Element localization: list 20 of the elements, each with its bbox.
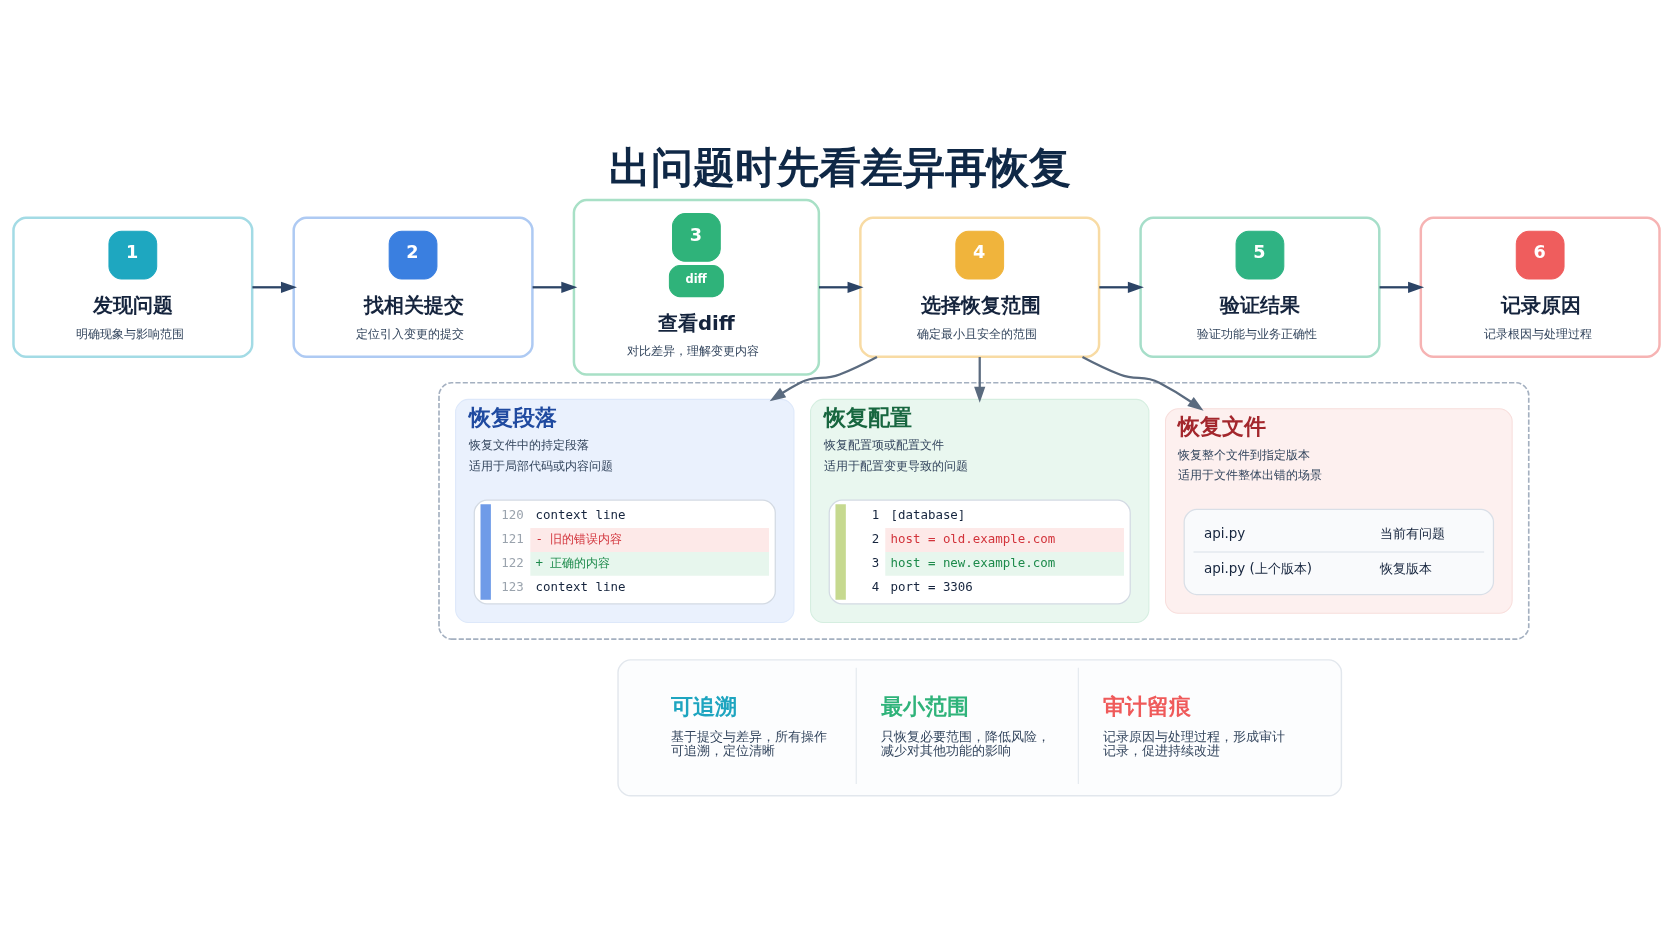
arrow bbox=[818, 281, 864, 293]
cluster bbox=[437, 381, 1530, 640]
arrow bbox=[532, 281, 577, 293]
diagram-title: 出问题时先看差异再恢复 bbox=[608, 142, 1071, 192]
node-box: 6 记录原因 记录根因与处理过程 bbox=[1419, 216, 1661, 358]
arrow bbox=[1379, 281, 1424, 293]
arrow bbox=[769, 355, 877, 401]
node-box: 1 发现问题 明确现象与影响范围 bbox=[11, 216, 253, 358]
node-box: 1 [database] 2 host = old.example.com 3 host = new.example.com 4 port = 3306 bbox=[828, 498, 1131, 604]
arrow bbox=[973, 356, 985, 403]
node-box: 可追溯 基于提交与差异，所有操作可追溯，定位清晰 最小范围 只恢复必要范围，降低风险，减少对其他功能的影响 审计留痕 记录原因与处理过程，形成审计记录，促进持续改进 bbox=[616, 658, 1342, 797]
node-box: api.py 当前有问题 api.py (上个版本) 恢复版本 bbox=[1183, 508, 1494, 595]
node-box: 5 验证结果 验证功能与业务正确性 bbox=[1138, 216, 1381, 358]
arrow bbox=[251, 281, 297, 293]
arrow bbox=[1081, 355, 1204, 411]
node-box: 2 找相关提交 定位引入变更的提交 bbox=[291, 216, 534, 358]
node-box: 3 diff 查看diff 对比差异，理解变更内容 bbox=[572, 198, 820, 376]
node-box: 120 context line 121 - 旧的错误内容 122 + 正确的内容 123 context line bbox=[473, 498, 776, 604]
node-box: 4 选择恢复范围 确定最小且安全的范围 bbox=[858, 216, 1100, 358]
arrow bbox=[1098, 281, 1144, 293]
